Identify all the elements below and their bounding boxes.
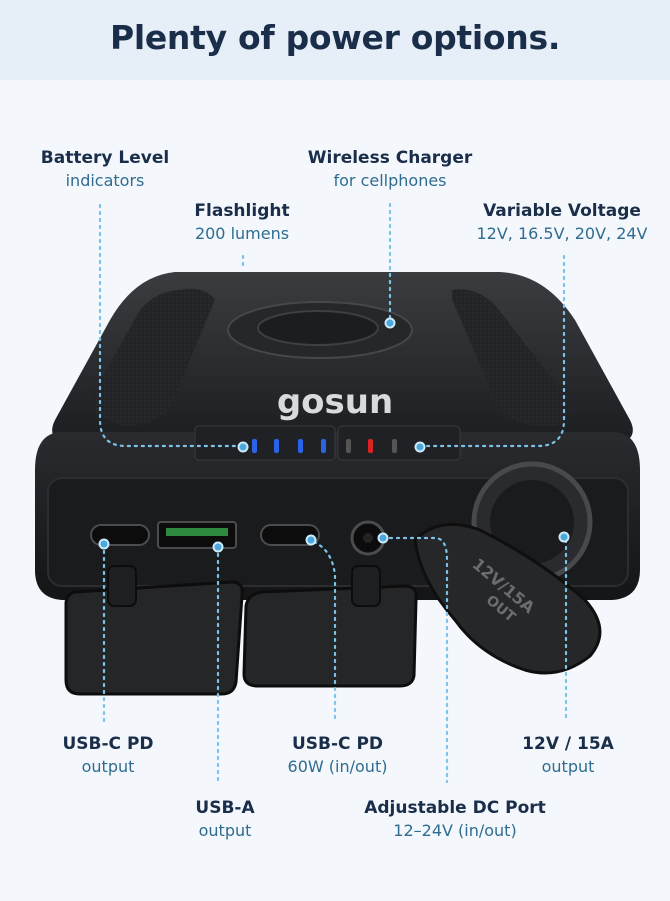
leader-dots xyxy=(98,317,570,553)
callout-sub: 200 lumens xyxy=(194,224,290,243)
callout-adjustable-dc: Adjustable DC Port 12–24V (in/out) xyxy=(355,797,555,843)
callout-sub: for cellphones xyxy=(333,171,447,190)
battery-leds xyxy=(252,439,326,453)
flap-middle xyxy=(242,584,418,688)
callout-wireless-charger: Wireless Charger for cellphones xyxy=(300,147,480,193)
left-grip xyxy=(93,288,215,426)
leader-voltage xyxy=(422,254,566,448)
usbc-port-2 xyxy=(260,524,320,546)
callout-battery-level: Battery Level indicators xyxy=(30,147,180,193)
callout-12v-15a: 12V / 15A output xyxy=(508,733,628,779)
callout-title: Battery Level xyxy=(40,148,170,168)
callout-title: USB-A xyxy=(195,798,255,818)
right-grip xyxy=(452,289,569,426)
outlet-cap xyxy=(413,522,602,675)
callout-variable-voltage: Variable Voltage 12V, 16.5V, 20V, 24V xyxy=(462,200,662,246)
callout-title: Flashlight xyxy=(194,201,290,221)
voltage-leds xyxy=(346,439,397,453)
callout-title: Adjustable DC Port xyxy=(364,798,546,818)
callout-title: Variable Voltage xyxy=(483,201,641,221)
callout-sub: output xyxy=(541,757,595,776)
callout-title: USB-C PD xyxy=(62,734,154,754)
callout-usbc-pd-output: USB-C PD output xyxy=(48,733,168,779)
callout-sub: 12–24V (in/out) xyxy=(393,821,517,840)
brand-logo: gosun xyxy=(277,382,393,422)
title-banner: Plenty of power options. xyxy=(0,0,670,80)
flap-left xyxy=(64,580,244,696)
indicator-strip xyxy=(194,425,336,461)
callout-sub: 60W (in/out) xyxy=(287,757,388,776)
callout-flashlight: Flashlight 200 lumens xyxy=(172,200,312,246)
callout-sub: output xyxy=(198,821,252,840)
page-title: Plenty of power options. xyxy=(109,18,561,57)
callout-title: USB-C PD xyxy=(291,734,384,754)
callout-title: 12V / 15A xyxy=(522,734,614,754)
leader-usbc-2 xyxy=(312,540,337,724)
callout-sub: 12V, 16.5V, 20V, 24V xyxy=(476,224,648,243)
leader-lines xyxy=(98,202,568,784)
callout-usbc-pd-60w: USB-C PD 60W (in/out) xyxy=(270,733,405,779)
callout-usb-a: USB-A output xyxy=(170,797,280,843)
callout-sub: output xyxy=(81,757,135,776)
leader-dc xyxy=(381,536,449,784)
callout-title: Wireless Charger xyxy=(307,148,473,168)
callout-sub: indicators xyxy=(65,171,145,190)
